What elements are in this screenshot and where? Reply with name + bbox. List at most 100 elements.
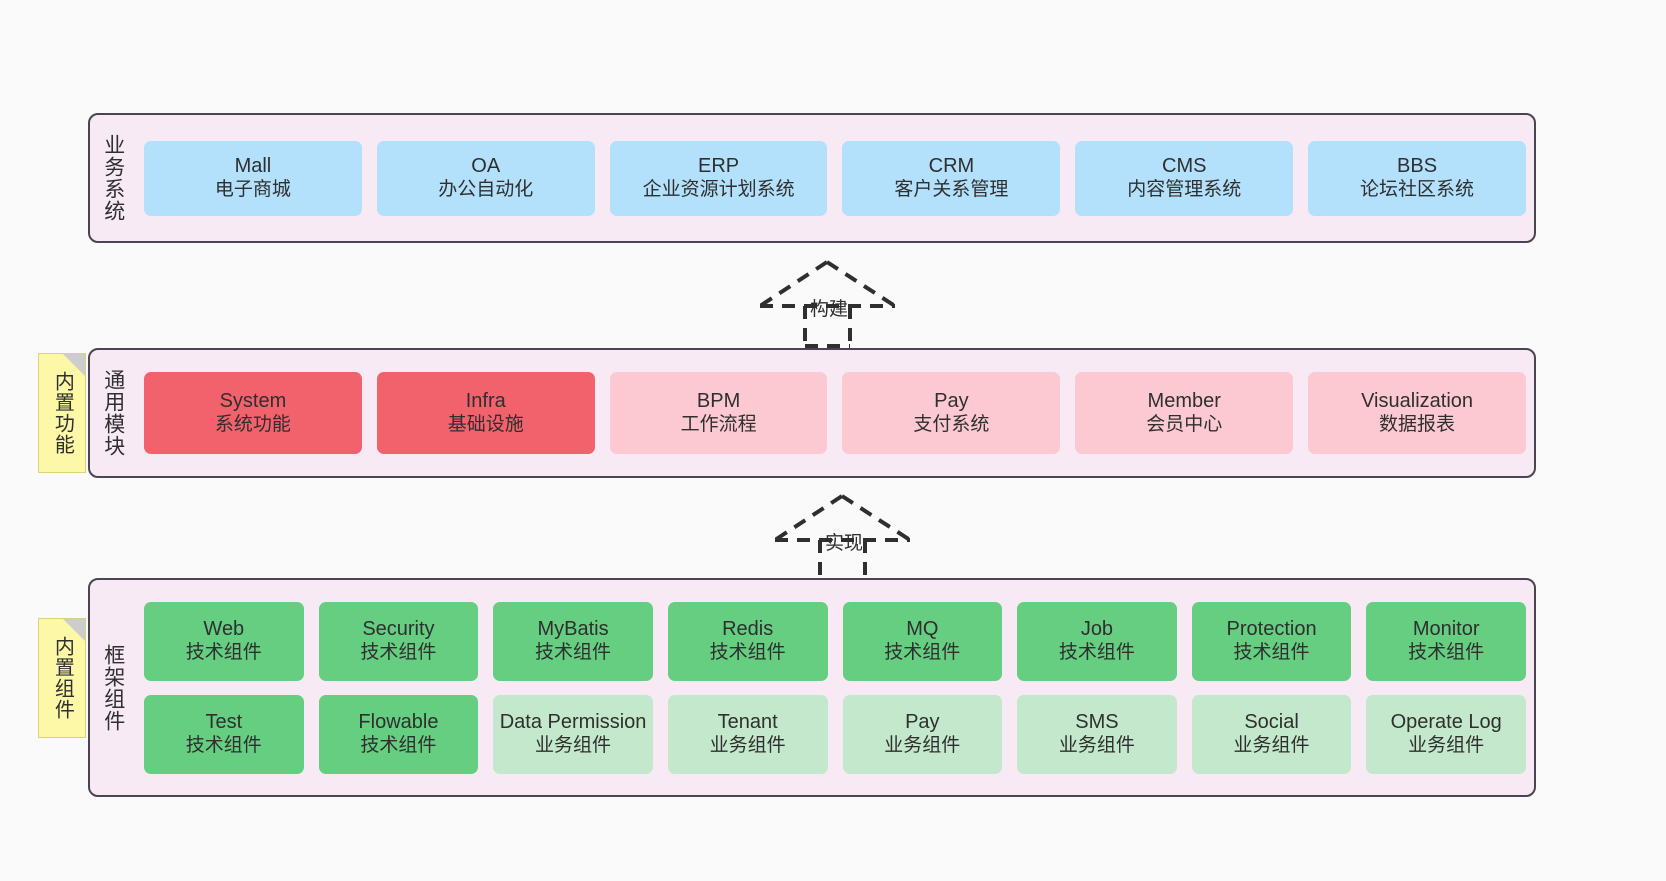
layer-business-system-label: 业务系统 [101,134,125,222]
generalization-arrow-build: 构建 [755,258,900,348]
module-card-subtitle: 支付系统 [913,413,990,435]
module-card-title: Protection [1226,618,1317,640]
module-card-subtitle: 业务组件 [884,734,961,756]
module-card-title: ERP [698,155,740,177]
module-card-subtitle: 基础设施 [447,413,524,435]
module-card-subtitle: 业务组件 [535,734,612,756]
module-card-title: BBS [1397,155,1438,177]
module-card-title: Redis [722,618,774,640]
module-card-title: Monitor [1412,618,1480,640]
module-card-subtitle: 办公自动化 [438,178,534,200]
module-card-title: System [219,390,287,412]
note-fold-corner-icon [63,619,85,641]
module-card-title: Job [1080,618,1114,640]
module-card-subtitle: 电子商城 [214,178,291,200]
module-card-title: MyBatis [537,618,609,640]
module-card-subtitle: 技术组件 [884,641,961,663]
module-card-subtitle: 业务组件 [1408,734,1485,756]
module-card-subtitle: 业务组件 [1058,734,1135,756]
module-card-title: Infra [465,390,506,412]
layer-framework-component-label: 框架组件 [101,643,125,732]
module-card-title: CMS [1162,155,1207,177]
module-card-subtitle: 技术组件 [360,734,437,756]
module-card-subtitle: 论坛社区系统 [1360,178,1475,200]
module-card-title: OA [471,155,501,177]
module-card-title: Member [1147,390,1221,412]
module-card-title: Flowable [358,711,439,733]
sticky-note-builtin-component-label: 内置组件 [51,636,74,720]
note-fold-corner-icon [63,354,85,376]
module-card-title: Web [203,618,245,640]
module-card-title: Visualization [1361,390,1474,412]
module-card-subtitle: 技术组件 [185,641,262,663]
module-card-subtitle: 业务组件 [1233,734,1310,756]
module-card-subtitle: 技术组件 [185,734,262,756]
module-card-title: Pay [934,390,969,412]
module-card-subtitle: 技术组件 [535,641,612,663]
sticky-note-builtin-function-label: 内置功能 [51,371,74,455]
module-card-subtitle: 技术组件 [1408,641,1485,663]
module-card-subtitle: 技术组件 [360,641,437,663]
module-card-title: Security [362,618,435,640]
sticky-note-builtin-function: 内置功能 [38,353,86,473]
module-card-subtitle: 业务组件 [709,734,786,756]
module-card-title: BPM [696,390,741,412]
module-card-title: SMS [1075,711,1119,733]
module-card-title: Mall [234,155,272,177]
arrow-implement-label: 实现 [825,533,864,554]
module-card-title: CRM [928,155,975,177]
module-card-title: Test [205,711,243,733]
module-card-subtitle: 工作流程 [680,413,757,435]
generalization-arrow-implement: 实现 [770,492,915,582]
module-card-title: MQ [906,618,939,640]
arrow-build-label: 构建 [810,299,849,320]
sticky-note-builtin-component: 内置组件 [38,618,86,738]
module-card-subtitle: 会员中心 [1146,413,1223,435]
module-card-subtitle: 内容管理系统 [1127,178,1242,200]
module-card-subtitle: 系统功能 [214,413,291,435]
module-card-subtitle: 数据报表 [1379,413,1456,435]
module-card-subtitle: 技术组件 [1058,641,1135,663]
module-card-title: Operate Log [1390,711,1502,733]
module-card-title: Social [1244,711,1299,733]
